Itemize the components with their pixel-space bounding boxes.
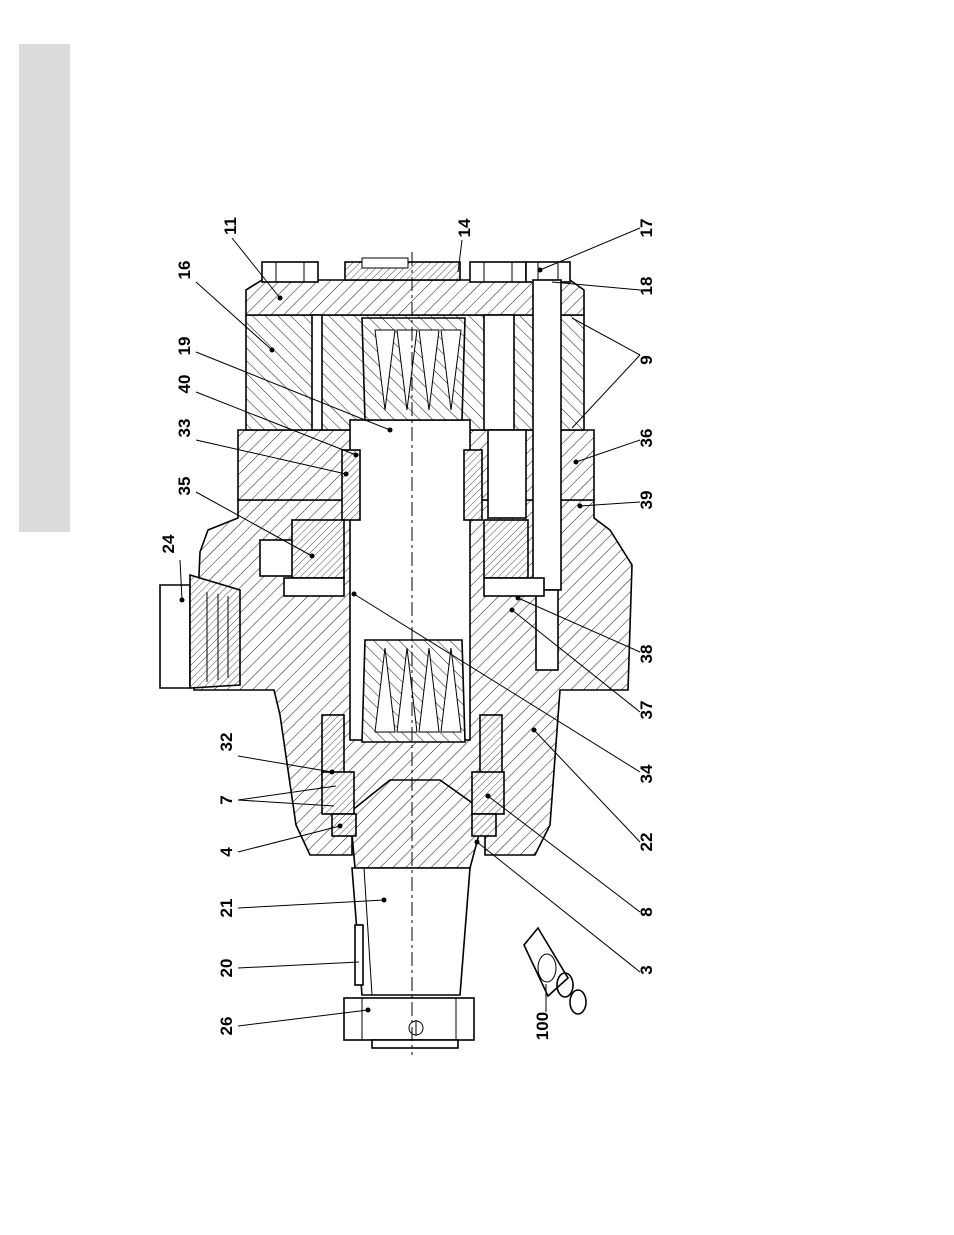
screw-head-left bbox=[262, 262, 318, 282]
callout-17: 17 bbox=[637, 219, 656, 238]
callout-33: 33 bbox=[175, 419, 194, 438]
callout-9: 9 bbox=[637, 355, 656, 364]
callout-40: 40 bbox=[175, 375, 194, 394]
callout-35: 35 bbox=[175, 477, 194, 496]
callout-37: 37 bbox=[637, 701, 656, 720]
callout-100: 100 bbox=[533, 1012, 552, 1040]
callout-38: 38 bbox=[637, 645, 656, 664]
callout-32: 32 bbox=[217, 733, 236, 752]
callout-39: 39 bbox=[637, 491, 656, 510]
callout-21: 21 bbox=[217, 899, 236, 918]
port-plug-24 bbox=[160, 585, 190, 688]
bolt-17 bbox=[533, 280, 561, 590]
callout-4: 4 bbox=[217, 847, 236, 857]
callout-22: 22 bbox=[637, 833, 656, 852]
callout-24: 24 bbox=[159, 534, 178, 553]
callout-11: 11 bbox=[221, 217, 240, 235]
callout-19: 19 bbox=[175, 337, 194, 356]
nut-26 bbox=[344, 998, 474, 1040]
callout-7: 7 bbox=[217, 795, 236, 804]
callout-34: 34 bbox=[637, 764, 656, 783]
callout-18: 18 bbox=[637, 277, 656, 296]
callout-3: 3 bbox=[637, 965, 656, 974]
callout-26: 26 bbox=[217, 1017, 236, 1036]
callout-20: 20 bbox=[217, 959, 236, 978]
callout-16: 16 bbox=[175, 261, 194, 280]
callout-14: 14 bbox=[455, 218, 474, 237]
seal-kit-100 bbox=[524, 928, 586, 1014]
screw-head-mid bbox=[470, 262, 526, 282]
callout-8: 8 bbox=[637, 907, 656, 916]
callout-36: 36 bbox=[637, 429, 656, 448]
screw-head-right bbox=[526, 262, 570, 282]
